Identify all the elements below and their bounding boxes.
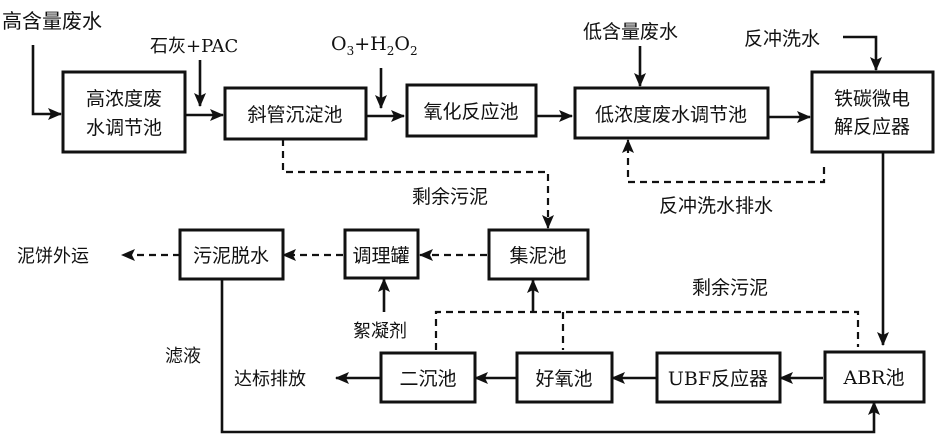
box-conditioning-tank: 调理罐 (343, 228, 420, 280)
box-low-conc-tank-label: 低浓度废水调节池 (595, 104, 747, 126)
box-abr: ABR池 (823, 350, 926, 404)
box-ubf-reactor: UBF反应器 (655, 351, 782, 404)
label-flocculant: 絮凝剂 (353, 321, 407, 342)
box-oxidation-tank: 氧化反应池 (405, 83, 538, 138)
label-lime-pac: 石灰+PAC (150, 36, 238, 57)
label-excess-sludge-top: 剩余污泥 (412, 186, 488, 208)
flow-backwash-in (843, 35, 882, 71)
box-high-conc-tank-line1: 高浓度废 (86, 88, 162, 110)
box-sludge-dewatering-label: 污泥脱水 (193, 245, 269, 267)
box-sludge-collection: 集泥池 (487, 228, 590, 281)
box-fe-c-reactor-line2: 解反应器 (834, 116, 910, 138)
box-fe-c-reactor-line1: 铁碳微电 (834, 88, 910, 110)
label-high-inflow: 高含量废水 (2, 9, 102, 33)
flow-filtrate-return (220, 280, 880, 434)
flow-bio-sludge-line (434, 310, 860, 350)
box-sludge-dewatering: 污泥脱水 (178, 228, 285, 281)
box-inclined-tube-settler: 斜管沉淀池 (223, 86, 368, 141)
label-low-inflow: 低含量废水 (583, 21, 678, 43)
box-oxidation-tank-label: 氧化反应池 (423, 101, 518, 123)
box-abr-label: ABR池 (843, 367, 905, 389)
box-secondary-clarifier: 二沉池 (379, 351, 477, 404)
box-conditioning-tank-label: 调理罐 (352, 245, 409, 267)
label-cake-out: 泥饼外运 (17, 246, 89, 267)
box-sludge-collection-label: 集泥池 (509, 245, 566, 267)
box-high-conc-tank-line2: 水调节池 (86, 117, 162, 139)
flow-backwash-out (622, 139, 826, 184)
box-aerobic-tank: 好氧池 (515, 351, 614, 404)
box-inclined-tube-settler-label: 斜管沉淀池 (247, 104, 342, 126)
flow-high-inflow (31, 45, 62, 120)
box-high-conc-tank: 高浓度废 水调节池 (61, 70, 187, 154)
label-ozone-h2o2: O3+H2O2 (331, 33, 418, 58)
label-excess-sludge-bottom: 剩余污泥 (692, 277, 768, 299)
flow-settler-sludge (281, 139, 554, 229)
label-discharge: 达标排放 (234, 369, 306, 390)
box-secondary-clarifier-label: 二沉池 (399, 368, 456, 390)
label-filtrate: 滤液 (165, 346, 201, 367)
label-backwash-out: 反冲洗水排水 (659, 195, 773, 217)
label-backwash-in: 反冲洗水 (744, 28, 820, 50)
box-ubf-reactor-label: UBF反应器 (668, 368, 768, 390)
box-low-conc-tank: 低浓度废水调节池 (573, 86, 770, 140)
box-fe-c-reactor: 铁碳微电 解反应器 (810, 70, 935, 154)
box-aerobic-tank-label: 好氧池 (535, 368, 592, 390)
